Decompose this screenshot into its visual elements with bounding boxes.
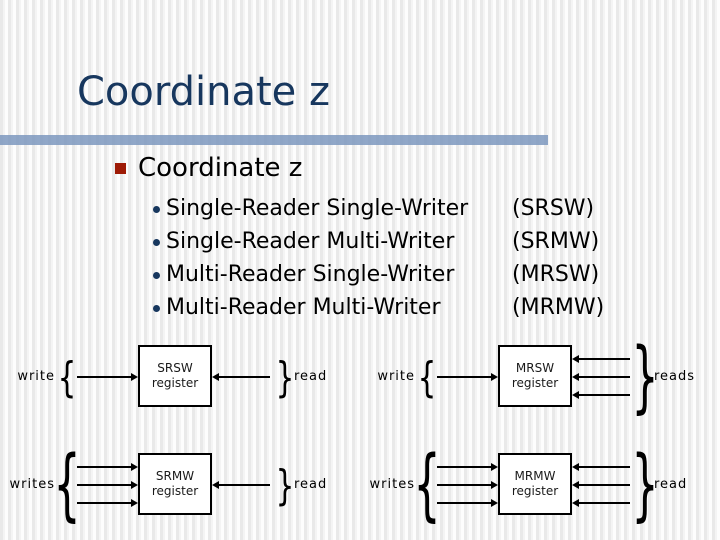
bullet-text: Multi-Reader Multi-Writer xyxy=(166,295,441,320)
title-underline-bar xyxy=(0,135,548,145)
write-arrow xyxy=(437,373,498,381)
list-item: Multi-Reader Single-Writer (MRSW) xyxy=(115,258,695,291)
diagram-mrsw: write { MRSW register } reads xyxy=(360,330,720,438)
write-arrow xyxy=(77,499,138,507)
read-arrow xyxy=(572,391,630,399)
register-word: register xyxy=(151,376,199,390)
write-label: write xyxy=(377,369,415,384)
write-arrow xyxy=(77,463,138,471)
close-brace-icon: } xyxy=(631,332,659,422)
bullet-text: Multi-Reader Single-Writer xyxy=(166,262,455,287)
read-arrow xyxy=(572,373,630,381)
dot-bullet-icon xyxy=(153,239,160,246)
open-brace-icon: { xyxy=(417,352,437,402)
open-brace-icon: { xyxy=(413,440,441,530)
slide-title: Coordinate z xyxy=(77,69,330,115)
diagram-srmw: writes { SRMW register } read xyxy=(0,432,360,540)
write-arrow xyxy=(437,463,498,471)
register-word: register xyxy=(511,484,559,498)
bullet-acronym: (MRMW) xyxy=(512,295,605,320)
read-arrow xyxy=(572,499,630,507)
list-item: Single-Reader Single-Writer (SRSW) xyxy=(115,192,695,225)
read-label: read xyxy=(654,477,688,492)
register-name: MRMW xyxy=(514,469,556,483)
writes-label: writes xyxy=(369,477,415,492)
bullet-text: Single-Reader Single-Writer xyxy=(166,196,469,221)
read-arrow xyxy=(572,481,630,489)
register-name: SRSW xyxy=(157,361,193,375)
register-word: register xyxy=(151,484,199,498)
read-arrow xyxy=(572,355,630,363)
read-label: read xyxy=(294,369,328,384)
write-label: write xyxy=(17,369,55,384)
close-brace-icon: } xyxy=(275,460,295,510)
register-word: register xyxy=(511,376,559,390)
list-item: Single-Reader Multi-Writer (SRMW) xyxy=(115,225,695,258)
writes-label: writes xyxy=(9,477,55,492)
write-arrow xyxy=(437,499,498,507)
dot-bullet-icon xyxy=(153,272,160,279)
dot-bullet-icon xyxy=(153,206,160,213)
open-brace-icon: { xyxy=(53,440,81,530)
read-arrow xyxy=(212,373,270,381)
register-box: SRMW register xyxy=(138,453,212,515)
read-arrow xyxy=(572,463,630,471)
diagram-mrmw: writes { MRMW register } read xyxy=(360,432,720,540)
register-name: SRMW xyxy=(155,469,195,483)
bullet-acronym: (SRSW) xyxy=(512,196,595,221)
write-arrow xyxy=(437,481,498,489)
register-name: MRSW xyxy=(515,361,555,375)
reads-label: reads xyxy=(654,369,696,384)
read-label: read xyxy=(294,477,328,492)
open-brace-icon: { xyxy=(57,352,77,402)
close-brace-icon: } xyxy=(275,352,295,402)
register-box: MRSW register xyxy=(498,345,572,407)
bullet-list: Single-Reader Single-Writer (SRSW) Singl… xyxy=(115,192,695,324)
write-arrow xyxy=(77,481,138,489)
diagram-srsw: write { SRSW register } read xyxy=(0,330,360,438)
bullet-text: Single-Reader Multi-Writer xyxy=(166,229,455,254)
write-arrow xyxy=(77,373,138,381)
list-item: Multi-Reader Multi-Writer (MRMW) xyxy=(115,291,695,324)
heading-text: Coordinate z xyxy=(138,153,303,183)
dot-bullet-icon xyxy=(153,305,160,312)
close-brace-icon: } xyxy=(631,440,659,530)
bullet-acronym: (MRSW) xyxy=(512,262,600,287)
register-box: MRMW register xyxy=(498,453,572,515)
read-arrow xyxy=(212,481,270,489)
square-bullet-icon xyxy=(115,162,126,174)
register-box: SRSW register xyxy=(138,345,212,407)
bullet-acronym: (SRMW) xyxy=(512,229,600,254)
heading-row: Coordinate z xyxy=(115,153,302,183)
